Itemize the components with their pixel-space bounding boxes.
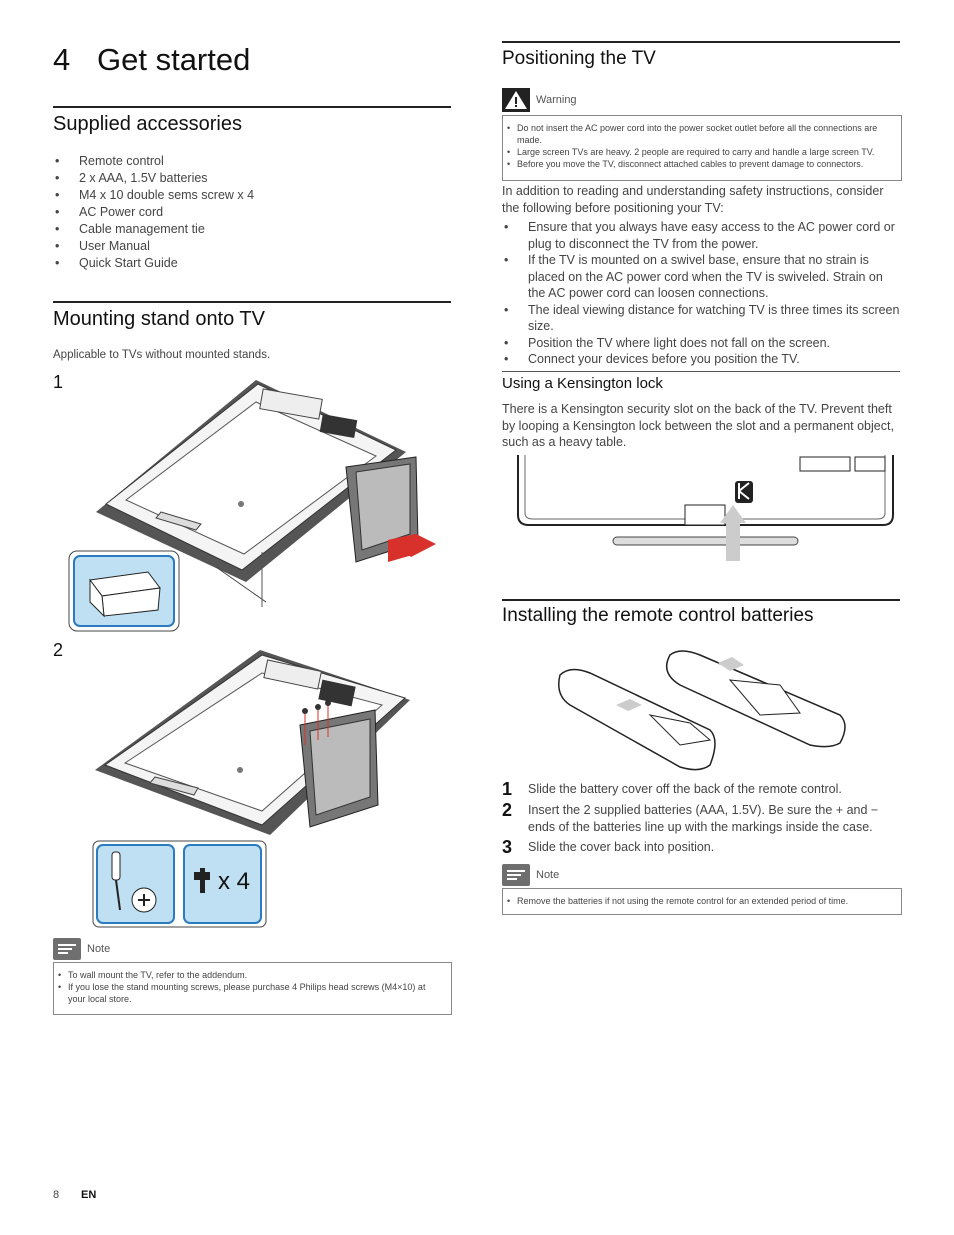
list-item: AC Power cord: [53, 204, 451, 221]
battery-step: 2 Insert the 2 supplied batteries (AAA, …: [502, 800, 900, 836]
step-number: 2: [53, 640, 64, 660]
page-number: 8: [53, 1189, 60, 1201]
tv-stand-illustration-1: [96, 380, 436, 607]
warning-item: Before you move the TV, disconnect attac…: [503, 158, 897, 170]
positioning-intro: In addition to reading and understanding…: [502, 184, 884, 215]
note-item: To wall mount the TV, refer to the adden…: [54, 969, 445, 981]
warning-item: Do not insert the AC power cord into the…: [503, 122, 897, 146]
batteries-note-box: Remove the batteries if not using the re…: [502, 888, 902, 915]
subsection-rule: [502, 371, 900, 372]
list-item: User Manual: [53, 238, 451, 255]
step-number: 2: [502, 800, 513, 820]
list-item: The ideal viewing distance for watching …: [502, 302, 900, 335]
step-text: Slide the cover back into position.: [528, 840, 715, 854]
battery-step: 1 Slide the battery cover off the back o…: [502, 779, 900, 799]
kensington-text: There is a Kensington security slot on t…: [502, 402, 894, 449]
tools-panel: [92, 840, 267, 928]
step-text: Slide the battery cover off the back of …: [528, 782, 842, 796]
supplied-list: Remote control 2 x AAA, 1.5V batteries M…: [53, 153, 451, 272]
note-item: Remove the batteries if not using the re…: [503, 895, 901, 907]
positioning-heading: Positioning the TV: [502, 48, 656, 69]
positioning-list: Ensure that you always have easy access …: [502, 219, 900, 368]
list-item: M4 x 10 double sems screw x 4: [53, 187, 451, 204]
kensington-heading: Using a Kensington lock: [502, 375, 663, 392]
screw-count-label: x 4: [218, 868, 251, 895]
note-icon: [53, 938, 81, 960]
list-item: Cable management tie: [53, 221, 451, 238]
list-item: Ensure that you always have easy access …: [502, 219, 900, 252]
list-item: Quick Start Guide: [53, 255, 451, 272]
note-label: Note: [536, 869, 560, 881]
list-item: If the TV is mounted on a swivel base, e…: [502, 252, 900, 302]
list-item: 2 x AAA, 1.5V batteries: [53, 170, 451, 187]
warning-box: Do not insert the AC power cord into the…: [502, 115, 902, 181]
note-icon: [502, 864, 530, 886]
mounting-note-box: To wall mount the TV, refer to the adden…: [53, 962, 452, 1015]
warning-tag: Warning: [502, 88, 577, 112]
kensington-illustration: [517, 455, 894, 561]
language-code: EN: [81, 1189, 97, 1201]
step-number: 1: [502, 779, 513, 799]
section-rule: [502, 599, 900, 601]
warning-item: Large screen TVs are heavy. 2 people are…: [503, 146, 897, 158]
note-label: Note: [87, 943, 111, 955]
list-item: Connect your devices before you position…: [502, 351, 900, 368]
section-rule: [502, 41, 900, 43]
section-rule: [53, 301, 451, 303]
list-item: Position the TV where light does not fal…: [502, 335, 900, 352]
warning-icon: [502, 88, 530, 112]
chapter-title: 4 Get started: [53, 42, 250, 78]
batteries-heading: Installing the remote control batteries: [502, 605, 814, 626]
chapter-number: 4: [53, 42, 71, 77]
tv-stand-illustration-2: [95, 650, 410, 835]
table-cloth-icon: [68, 550, 180, 632]
remote-illustration: [558, 650, 846, 771]
note-tag: Note: [502, 864, 559, 886]
note-tag: Note: [53, 938, 110, 960]
list-item: Remote control: [53, 153, 451, 170]
section-rule: [53, 106, 451, 108]
mounting-intro: Applicable to TVs without mounted stands…: [53, 349, 271, 361]
step-number: 1: [53, 372, 64, 392]
mounting-heading: Mounting stand onto TV: [53, 308, 265, 330]
warning-label: Warning: [536, 94, 577, 106]
battery-step: 3 Slide the cover back into position.: [502, 837, 900, 857]
note-item: If you lose the stand mounting screws, p…: [54, 981, 445, 1005]
step-number: 3: [502, 837, 513, 857]
chapter-title-text: Get started: [97, 42, 251, 77]
step-text: Insert the 2 supplied batteries (AAA, 1.…: [528, 803, 879, 834]
supplied-heading: Supplied accessories: [53, 113, 242, 135]
